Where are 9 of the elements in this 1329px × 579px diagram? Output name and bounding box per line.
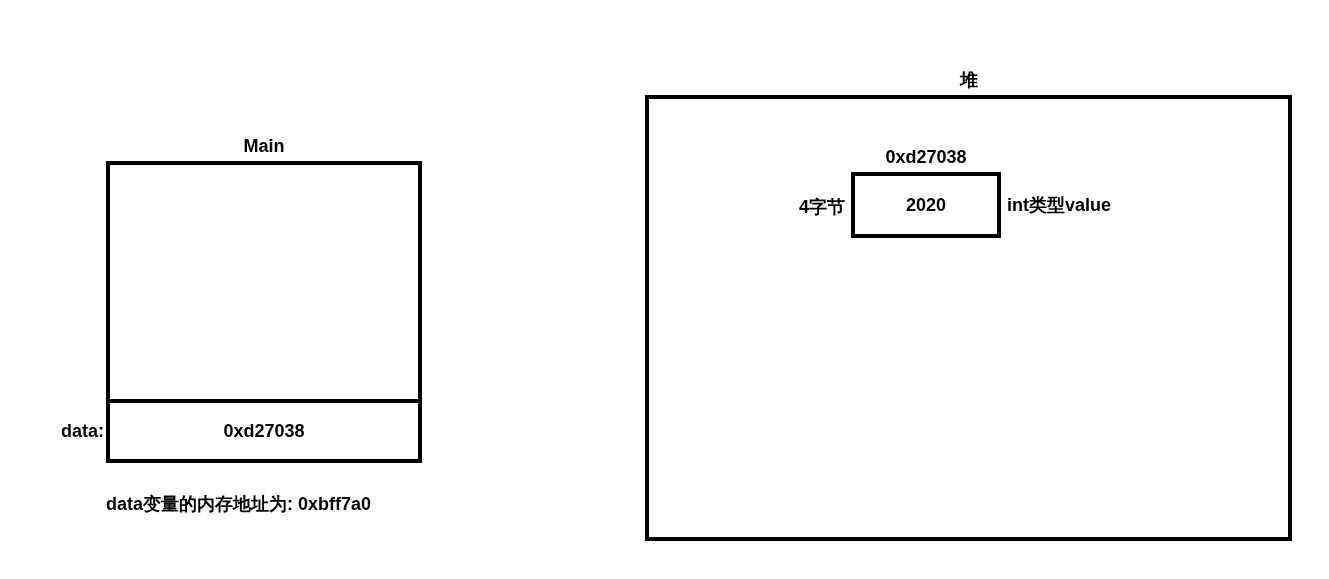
cell-value: 2020 [905,194,946,216]
side-label: int类型value [1007,194,1112,216]
cell-value: 0xd27038 [223,420,305,442]
side-label: data: [61,420,104,442]
frame-title: 堆 [959,69,978,92]
frame-title: Main [243,135,285,158]
note-text: data变量的内存地址为: 0xbff7a0 [106,493,372,516]
frame-title: 0xd27038 [885,146,967,169]
side-label: 4字节 [799,196,845,218]
